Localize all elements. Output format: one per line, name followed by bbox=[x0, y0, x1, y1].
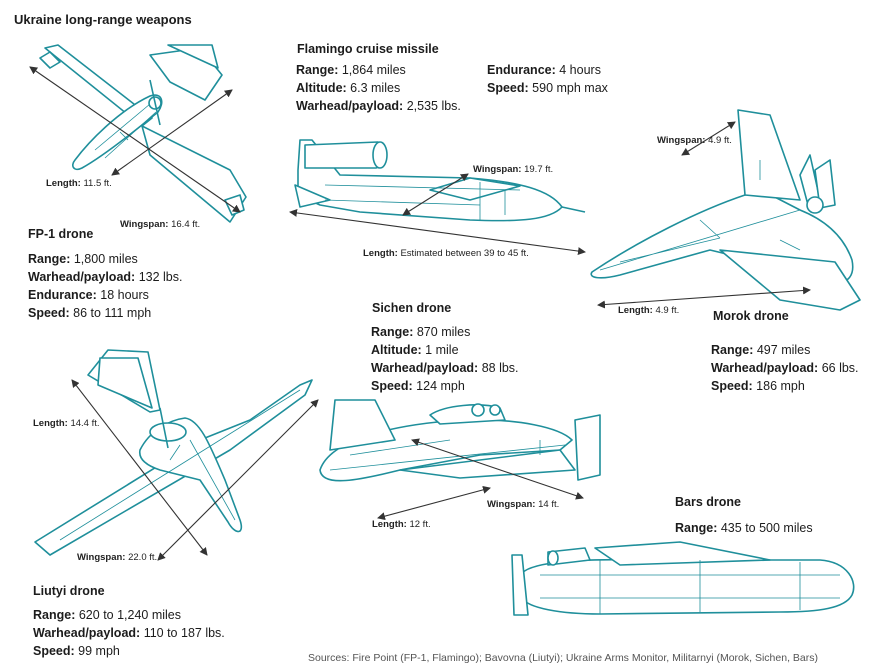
liutyi-length-label: Length: bbox=[33, 418, 68, 429]
source-note: Sources: Fire Point (FP-1, Flamingo); Ba… bbox=[308, 652, 818, 664]
fp1-wingspan-label: Wingspan: bbox=[120, 219, 169, 230]
liutyi-spec-speed: Speed: 99 mph bbox=[33, 644, 120, 658]
liutyi-wingspan-label: Wingspan: bbox=[77, 552, 126, 563]
flamingo-spec-payload: Warhead/payload: 2,535 lbs. bbox=[296, 99, 461, 113]
fp1-spec-endurance: Endurance: 18 hours bbox=[28, 288, 149, 302]
sichen-wingspan-annotation: Wingspan: 14 ft. bbox=[487, 499, 559, 510]
morok-wingspan-label: Wingspan: bbox=[657, 135, 706, 146]
flamingo-spec-endurance: Endurance: 4 hours bbox=[487, 63, 601, 77]
bars-name: Bars drone bbox=[675, 495, 741, 509]
sichen-spec-altitude: Altitude: 1 mile bbox=[371, 343, 459, 357]
flamingo-spec-speed: Speed: 590 mph max bbox=[487, 81, 608, 95]
flamingo-length-annotation: Length: Estimated between 39 to 45 ft. bbox=[363, 248, 529, 259]
sichen-length-annotation: Length: 12 ft. bbox=[372, 519, 431, 530]
liutyi-wingspan-annotation: Wingspan: 22.0 ft. bbox=[77, 552, 157, 563]
liutyi-wingspan-value: 22.0 ft. bbox=[128, 552, 158, 563]
sichen-length-value: 12 ft. bbox=[409, 519, 431, 530]
liutyi-spec-range: Range: 620 to 1,240 miles bbox=[33, 608, 182, 622]
liutyi-length-value: 14.4 ft. bbox=[70, 418, 100, 429]
bars-spec-range: Range: 435 to 500 miles bbox=[675, 521, 813, 535]
fp1-wingspan-value: 16.4 ft. bbox=[171, 219, 201, 230]
fp1-spec-speed: Speed: 86 to 111 mph bbox=[28, 306, 152, 320]
sichen-spec-speed: Speed: 124 mph bbox=[371, 379, 465, 393]
morok-length-value: 4.9 ft. bbox=[655, 305, 680, 316]
sichen-wingspan-label: Wingspan: bbox=[487, 499, 536, 510]
morok-spec-range: Range: 497 miles bbox=[711, 343, 811, 357]
fp1-length-value: 11.5 ft. bbox=[83, 178, 112, 189]
bars-drone-drawing bbox=[511, 541, 855, 616]
flamingo-length-value: Estimated between 39 to 45 ft. bbox=[400, 248, 529, 259]
fp1-specs: Range: 1,800 miles Warhead/payload: 132 … bbox=[28, 250, 182, 322]
flamingo-name: Flamingo cruise missile bbox=[297, 42, 439, 56]
fp1-length-label: Length: bbox=[46, 178, 81, 189]
flamingo-spec-range: Range: 1,864 miles bbox=[296, 63, 406, 77]
sichen-name: Sichen drone bbox=[372, 301, 452, 315]
page-title: Ukraine long-range weapons bbox=[14, 12, 192, 27]
fp1-spec-range: Range: 1,800 miles bbox=[28, 252, 138, 266]
sichen-wingspan-value: 14 ft. bbox=[538, 499, 560, 510]
morok-length-annotation: Length: 4.9 ft. bbox=[618, 305, 679, 316]
morok-spec-speed: Speed: 186 mph bbox=[711, 379, 805, 393]
fp1-name: FP-1 drone bbox=[28, 227, 94, 241]
morok-drone-drawing bbox=[590, 109, 861, 311]
sichen-specs: Range: 870 miles Altitude: 1 mile Warhea… bbox=[371, 323, 519, 395]
flamingo-spec-altitude: Altitude: 6.3 miles bbox=[296, 81, 401, 95]
flamingo-wingspan-annotation: Wingspan: 19.7 ft. bbox=[473, 164, 553, 175]
morok-name: Morok drone bbox=[713, 309, 789, 323]
liutyi-name: Liutyi drone bbox=[33, 584, 105, 598]
flamingo-wingspan-label: Wingspan: bbox=[473, 164, 522, 175]
morok-length-label: Length: bbox=[618, 305, 653, 316]
sichen-drone-drawing bbox=[319, 399, 601, 482]
liutyi-specs: Range: 620 to 1,240 miles Warhead/payloa… bbox=[33, 606, 225, 660]
sichen-length-label: Length: bbox=[372, 519, 407, 530]
bars-specs: Range: 435 to 500 miles bbox=[675, 519, 813, 537]
liutyi-spec-payload: Warhead/payload: 110 to 187 lbs. bbox=[33, 626, 225, 640]
liutyi-length-annotation: Length: 14.4 ft. bbox=[33, 418, 100, 429]
flamingo-length-label: Length: bbox=[363, 248, 398, 259]
flamingo-wingspan-value: 19.7 ft. bbox=[524, 164, 554, 175]
fp1-length-annotation: Length: 11.5 ft. bbox=[46, 178, 112, 189]
flamingo-specs-right: Endurance: 4 hours Speed: 590 mph max bbox=[487, 61, 608, 97]
fp1-wingspan-annotation: Wingspan: 16.4 ft. bbox=[120, 219, 200, 230]
morok-specs: Range: 497 miles Warhead/payload: 66 lbs… bbox=[711, 341, 859, 395]
flamingo-missile-drawing bbox=[294, 139, 586, 222]
morok-wingspan-annotation: Wingspan: 4.9 ft. bbox=[657, 135, 732, 146]
morok-spec-payload: Warhead/payload: 66 lbs. bbox=[711, 361, 859, 375]
liutyi-drone-drawing bbox=[34, 349, 313, 556]
sichen-spec-range: Range: 870 miles bbox=[371, 325, 471, 339]
sichen-spec-payload: Warhead/payload: 88 lbs. bbox=[371, 361, 519, 375]
morok-wingspan-value: 4.9 ft. bbox=[708, 135, 732, 146]
flamingo-specs-left: Range: 1,864 miles Altitude: 6.3 miles W… bbox=[296, 61, 461, 115]
fp1-spec-payload: Warhead/payload: 132 lbs. bbox=[28, 270, 183, 284]
